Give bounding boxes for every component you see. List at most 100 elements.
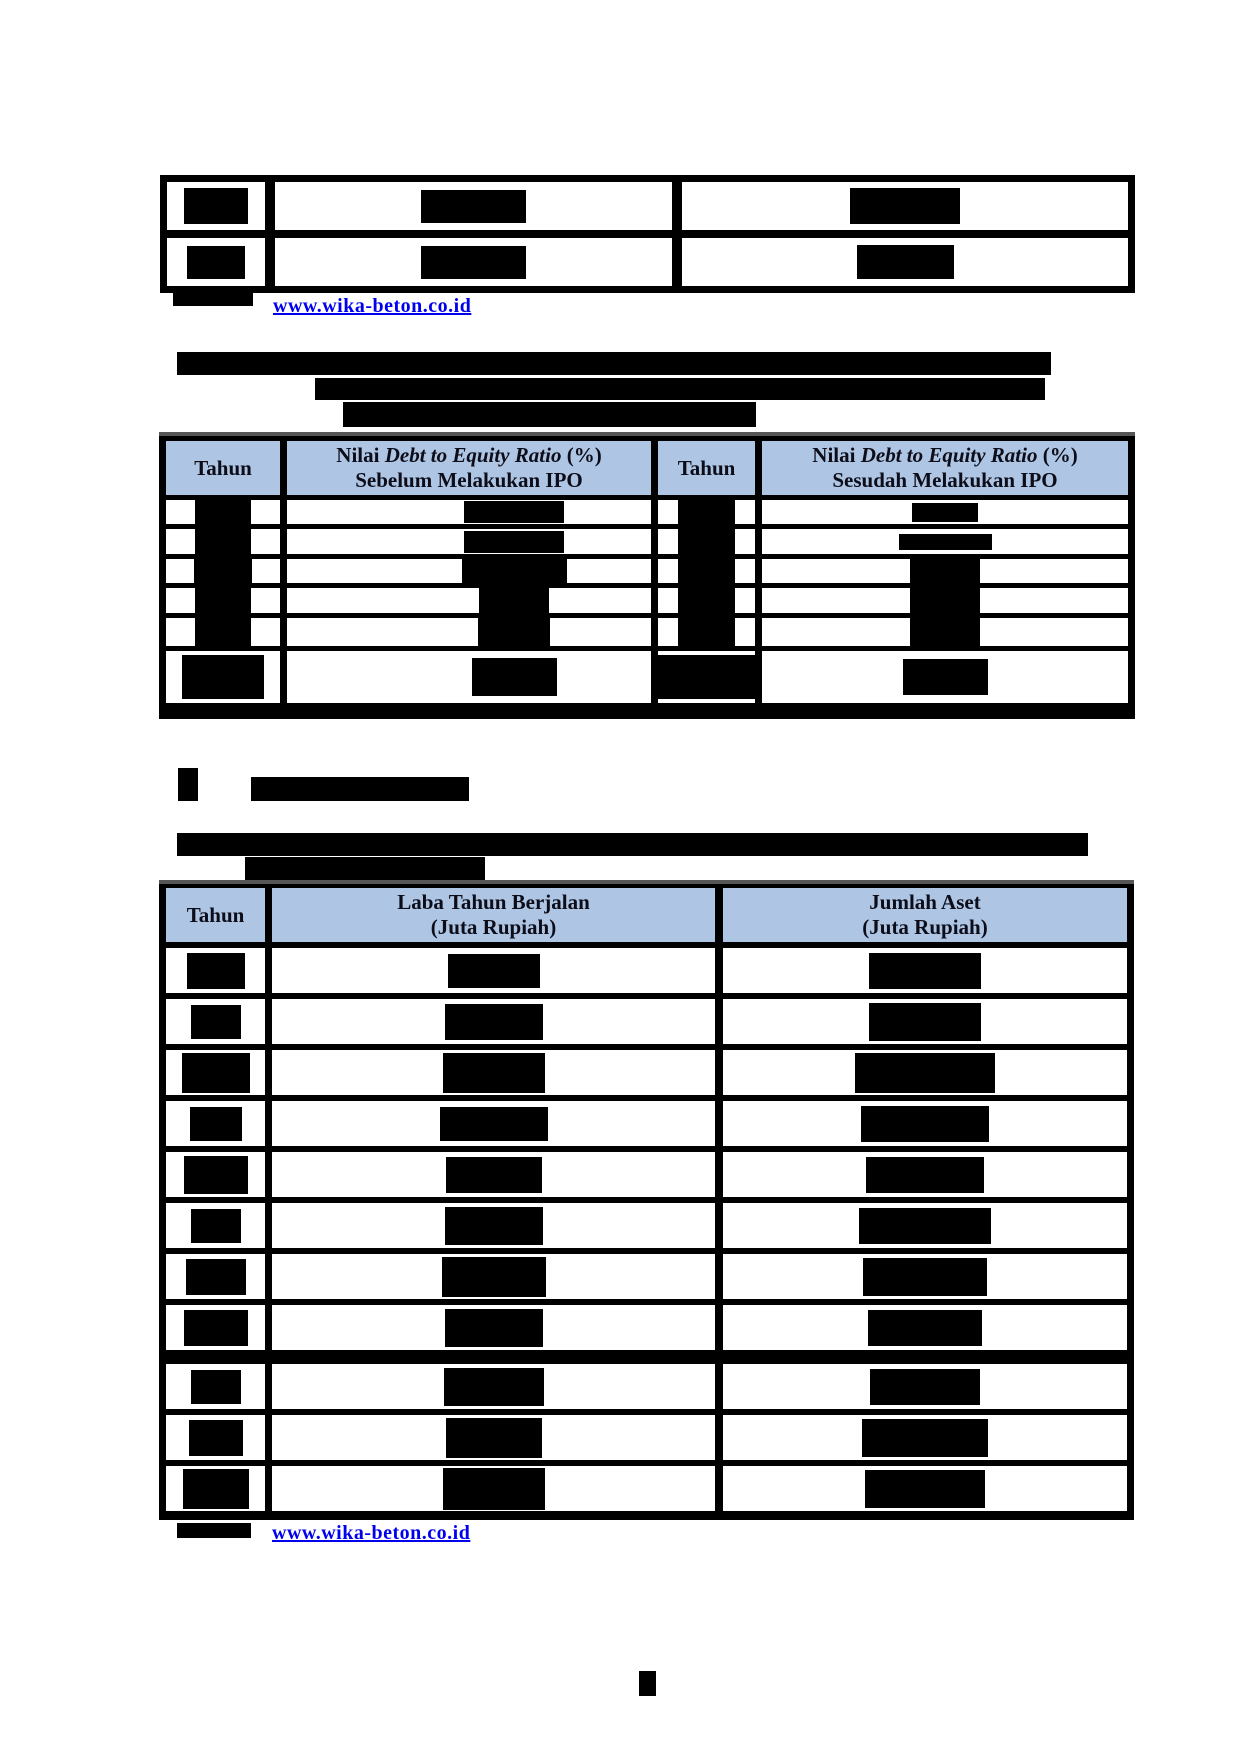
redacted-value (870, 1368, 980, 1405)
redacted-year (194, 555, 252, 587)
table-row (166, 1203, 1127, 1248)
der-header-after: Nilai Debt to Equity Ratio (%) Sesudah M… (762, 441, 1128, 495)
caption-line (315, 378, 1045, 400)
header-text: (Juta Rupiah) (862, 915, 988, 939)
redacted-laba-cell (272, 1415, 715, 1460)
redacted-value (441, 1256, 546, 1297)
redacted-value (445, 1156, 542, 1193)
redacted-value (865, 1469, 985, 1508)
redacted-year-cell (166, 1415, 265, 1460)
redacted-text (856, 245, 954, 279)
redacted-year-cell (166, 948, 265, 993)
redacted-value (859, 1207, 991, 1244)
caption-line (177, 352, 1051, 375)
redacted-aset-cell (723, 1152, 1127, 1197)
table-row (166, 948, 1127, 993)
laba-aset-table: Tahun Laba Tahun Berjalan (Juta Rupiah) … (159, 880, 1134, 1520)
t2-header-aset: Jumlah Aset (Juta Rupiah) (723, 888, 1127, 942)
der-table-body (166, 496, 1128, 650)
redacted-year (183, 1309, 248, 1346)
redacted-year-cell (658, 584, 755, 617)
redacted-year-cell (658, 525, 755, 558)
source-link[interactable]: www.wika-beton.co.id (273, 295, 472, 317)
redacted-year (182, 1468, 249, 1509)
redacted-aset-cell (723, 1101, 1127, 1146)
redacted-year (189, 1106, 242, 1141)
redacted-year-cell (166, 614, 280, 650)
der-header-before: Nilai Debt to Equity Ratio (%) Sebelum M… (287, 441, 651, 495)
der-table-header-row: Tahun Nilai Debt to Equity Ratio (%) Seb… (166, 441, 1128, 495)
redacted-value-cell (762, 585, 1128, 616)
redacted-value (443, 1367, 544, 1406)
redacted-paragraph-line (177, 833, 1088, 856)
redacted-year-cell (166, 1305, 265, 1350)
redacted-source-label (177, 1523, 251, 1538)
table-row (166, 614, 1128, 650)
redacted-average-value-before (287, 651, 651, 703)
t2-header-tahun: Tahun (166, 888, 265, 942)
redacted-year (195, 496, 251, 528)
redacted-year-cell (166, 584, 280, 617)
redacted-aset-cell (723, 1415, 1127, 1460)
redacted-aset-cell (723, 1203, 1127, 1248)
redacted-year-cell (658, 555, 755, 587)
redacted-laba-cell (272, 1050, 715, 1095)
header-text: Sebelum Melakukan IPO (355, 468, 583, 492)
table-row (166, 1050, 1127, 1095)
redacted-year (195, 584, 251, 617)
header-text: (%) (561, 443, 602, 467)
laba-aset-table-body (166, 948, 1127, 1511)
redacted-aset-cell (723, 948, 1127, 993)
redacted-value (478, 618, 550, 646)
caption-line (343, 402, 756, 427)
redacted-value-cell (287, 529, 651, 554)
redacted-year-cell (166, 1203, 265, 1248)
redacted-year (186, 952, 245, 989)
redacted-text (184, 188, 248, 224)
source-link[interactable]: www.wika-beton.co.id (272, 1522, 471, 1544)
redacted-cell (275, 238, 672, 286)
redacted-value (855, 1052, 995, 1093)
redacted-average-label (654, 651, 759, 703)
redacted-cell (682, 238, 1128, 286)
redacted-cell (167, 182, 265, 230)
header-text: Nilai (336, 443, 385, 467)
redacted-year (195, 614, 251, 650)
redacted-average-label (166, 651, 280, 703)
redacted-text (421, 245, 526, 279)
redacted-value (866, 1156, 984, 1193)
redacted-cell (682, 182, 1128, 230)
redacted-value-cell (287, 586, 651, 615)
table-row (166, 1466, 1127, 1511)
redacted-value (444, 1206, 543, 1245)
redacted-value (464, 530, 564, 553)
redacted-value (445, 1417, 542, 1458)
redacted-value (442, 1467, 545, 1510)
redacted-page-number (639, 1671, 656, 1696)
redacted-aset-cell (723, 1466, 1127, 1511)
redacted-average-value-after (762, 651, 1128, 703)
table-row (167, 182, 1128, 230)
redacted-year-cell (166, 1050, 265, 1095)
redacted-value (464, 501, 564, 523)
table-row (166, 496, 1128, 528)
redacted-value-cell (762, 558, 1128, 584)
der-header-tahun-before: Tahun (166, 441, 280, 495)
table-row (166, 525, 1128, 558)
redacted-year-cell (658, 496, 755, 528)
redacted-year (678, 525, 735, 558)
redacted-year (678, 496, 735, 528)
header-text-italic: Debt to Equity Ratio (384, 443, 562, 467)
redacted-year (190, 1369, 241, 1404)
redacted-value (444, 1308, 543, 1347)
table-row (166, 1254, 1127, 1299)
redacted-text (421, 189, 526, 223)
redacted-year-cell (166, 525, 280, 558)
redacted-year (190, 1208, 241, 1243)
table-row (166, 999, 1127, 1044)
redacted-value (863, 1257, 987, 1296)
redacted-year (678, 555, 735, 587)
redacted-value-cell (762, 500, 1128, 524)
redacted-value (910, 558, 980, 584)
